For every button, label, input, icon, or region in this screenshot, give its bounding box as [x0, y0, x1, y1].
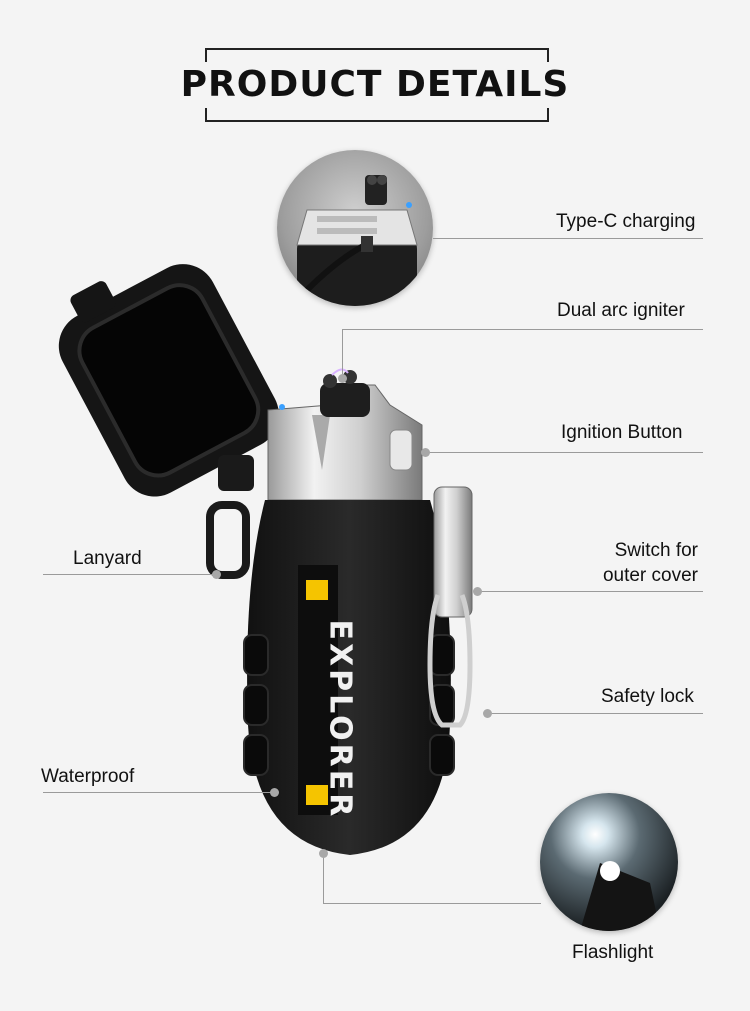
ignition-line [428, 452, 703, 453]
waterproof-dot [270, 788, 279, 797]
flashlight-label: Flashlight [572, 942, 654, 963]
flashlight-line [323, 903, 541, 904]
safety-label: Safety lock [601, 686, 694, 707]
lanyard-line [43, 574, 218, 575]
brand-text: EXPLORER [322, 619, 358, 820]
lanyard-dot [212, 570, 221, 579]
lighter-illustration [58, 264, 473, 855]
switch-label-line1: Switch for [614, 540, 698, 561]
page-title: PRODUCT DETAILS [150, 62, 600, 108]
safety-line [490, 713, 703, 714]
type-c-label: Type-C charging [556, 211, 696, 232]
dual-arc-dot [338, 374, 347, 383]
title-frame-bottom [205, 106, 549, 122]
type-c-inset-image [277, 150, 433, 306]
switch-line [480, 591, 703, 592]
safety-dot [483, 709, 492, 718]
title-frame-top [205, 48, 549, 64]
switch-dot [473, 587, 482, 596]
dual-arc-line [342, 329, 703, 330]
waterproof-line [43, 792, 275, 793]
flashlight-dot [319, 849, 328, 858]
dual-arc-label: Dual arc igniter [557, 300, 685, 321]
dual-arc-vline [342, 329, 343, 379]
flashlight-vline [323, 853, 324, 903]
lanyard-label: Lanyard [73, 548, 142, 569]
flashlight-inset-image [540, 793, 678, 931]
switch-label-line2: outer cover [602, 565, 698, 586]
waterproof-label: Waterproof [41, 766, 135, 787]
ignition-label: Ignition Button [561, 422, 683, 443]
type-c-line [433, 238, 703, 239]
open-lid [58, 264, 279, 497]
ignition-dot [421, 448, 430, 457]
